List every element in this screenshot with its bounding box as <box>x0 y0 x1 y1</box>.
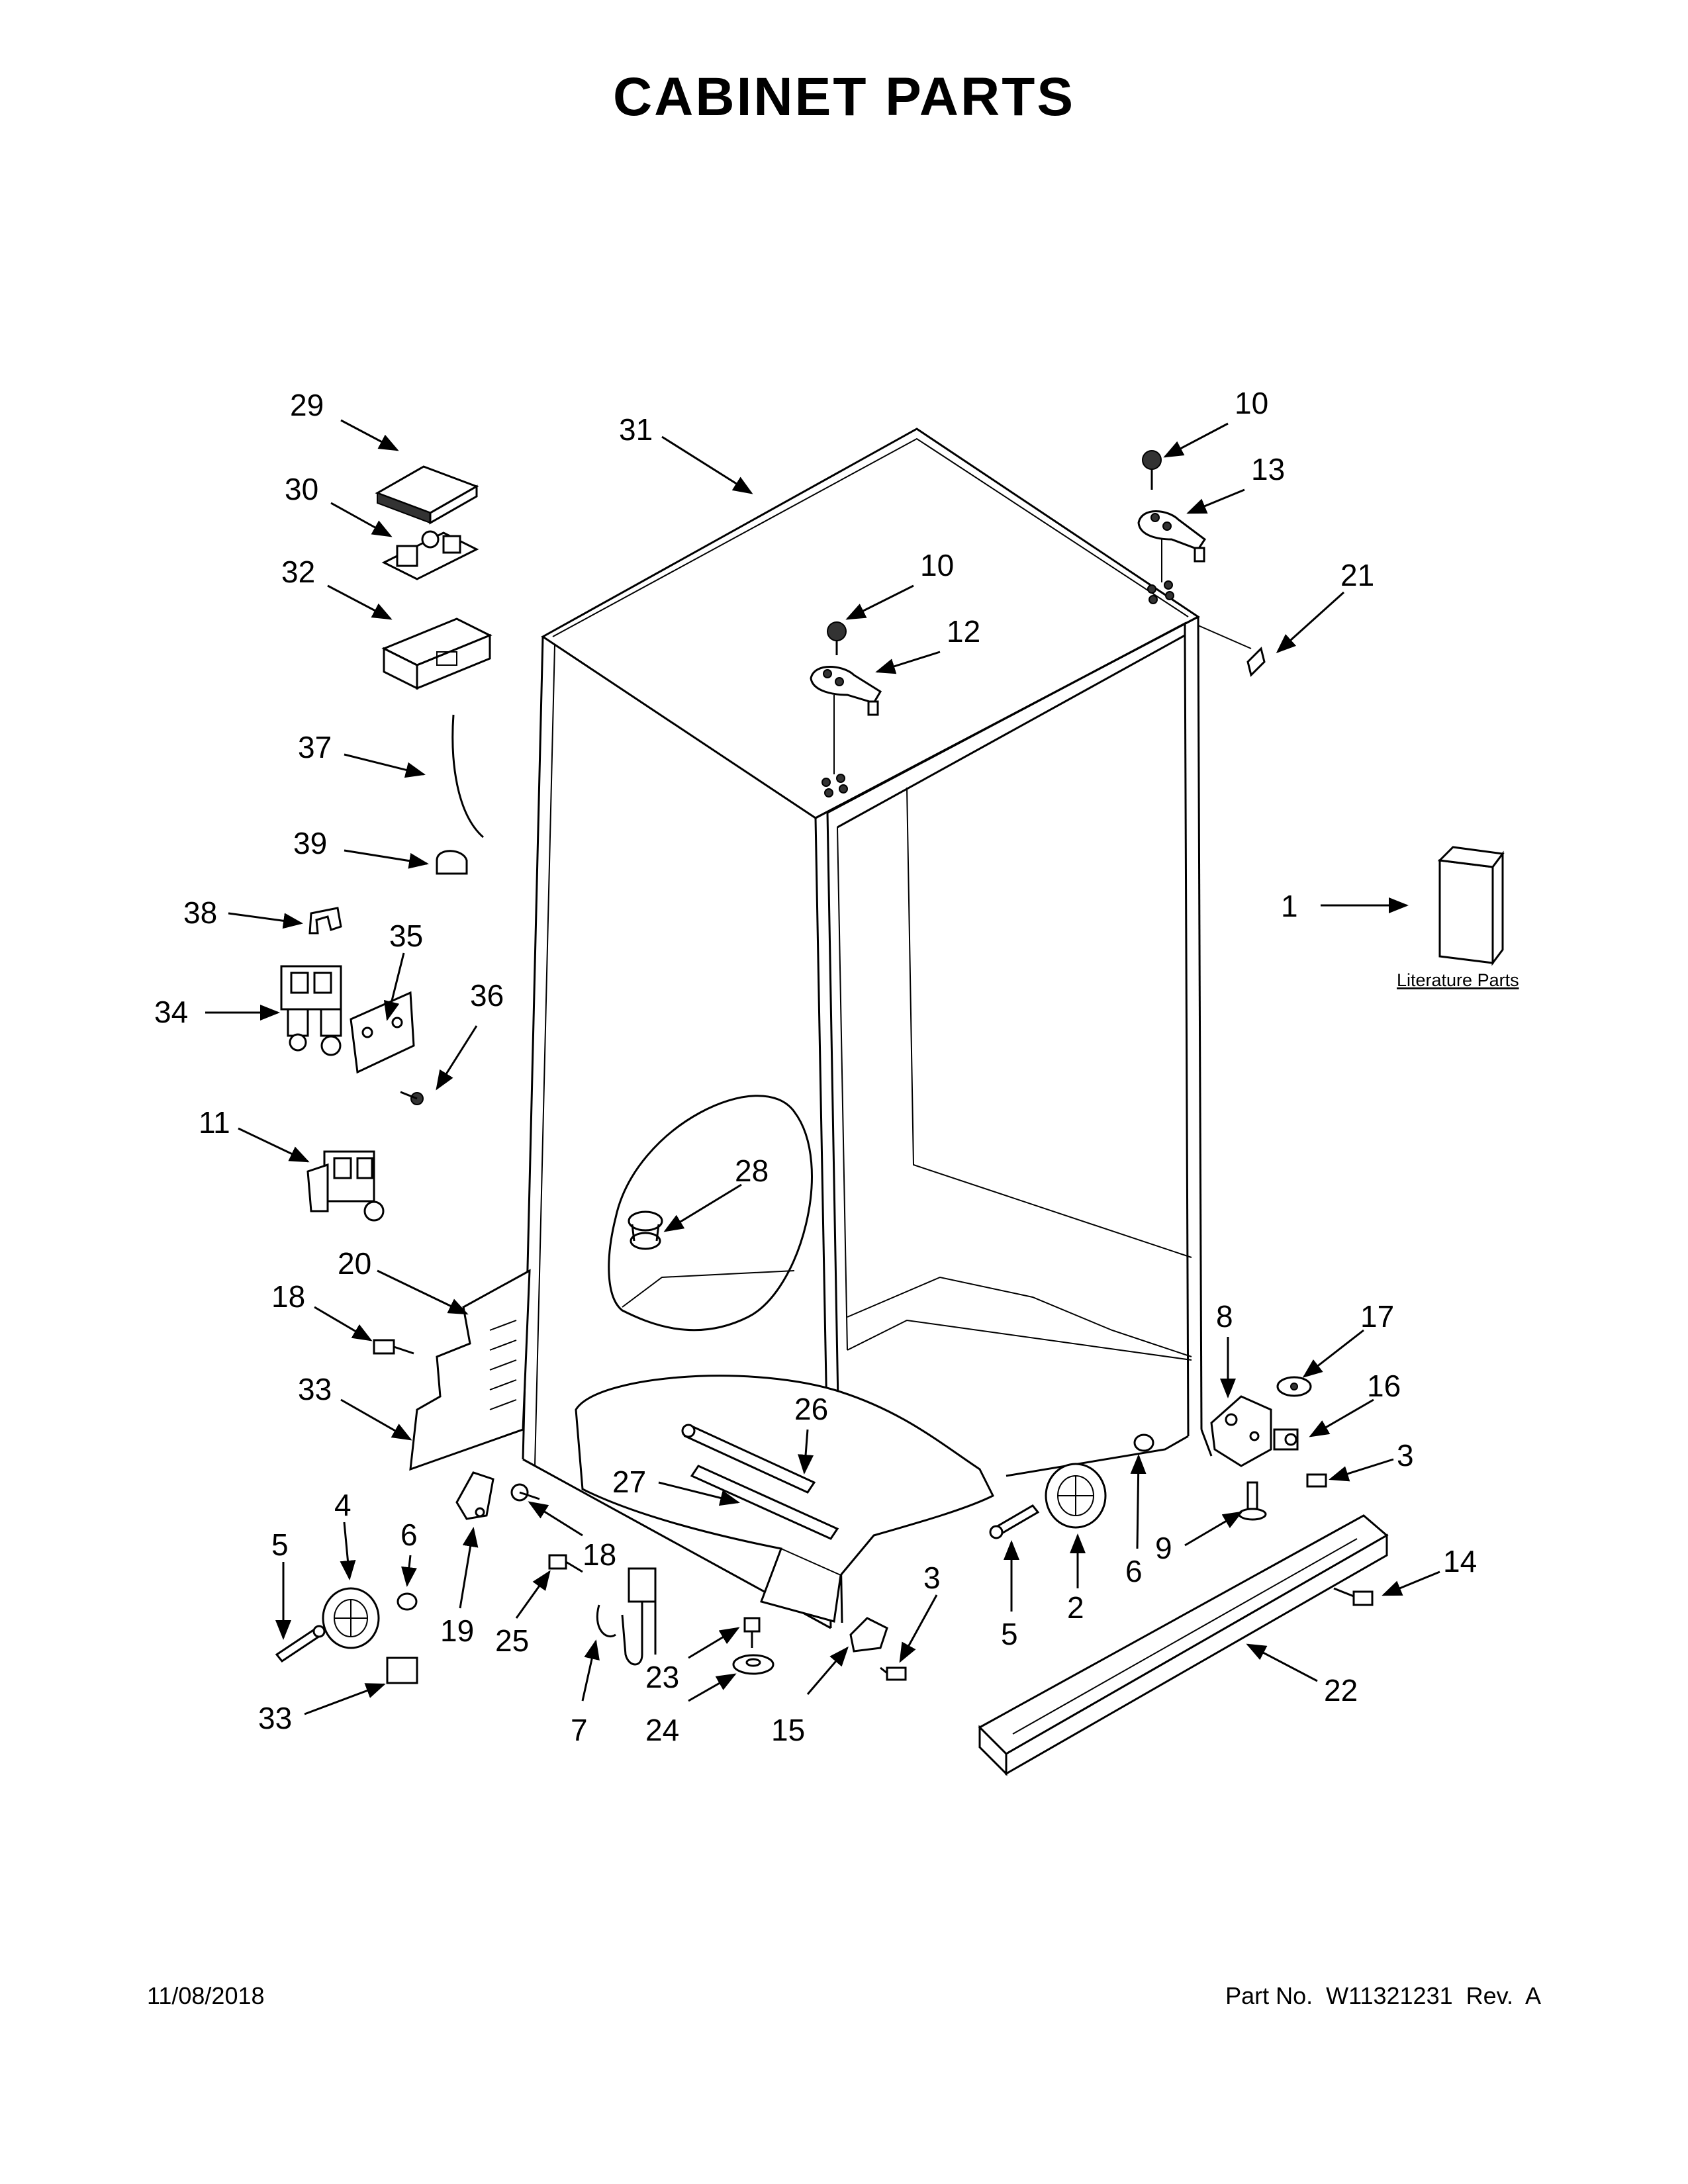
callout-18-right: 18 <box>583 1537 616 1572</box>
callout-numbers: 29 30 32 37 39 38 34 35 36 11 20 18 33 4… <box>154 386 1519 1747</box>
part-22-toe-grille <box>978 1514 1389 1776</box>
callout-30: 30 <box>285 472 318 506</box>
callout-32: 32 <box>281 555 315 589</box>
part-4-roller <box>322 1587 380 1649</box>
part-33-pad-left <box>386 1657 418 1684</box>
callout-20: 20 <box>338 1246 371 1281</box>
callout-31: 31 <box>619 412 653 447</box>
cabinet-drawing <box>522 428 1252 1629</box>
callout-34: 34 <box>154 995 188 1029</box>
callout-23: 23 <box>645 1660 679 1694</box>
part-8-hinge-bracket <box>1210 1395 1272 1467</box>
part-18-screw-left <box>373 1339 414 1355</box>
part-39-clip <box>436 850 468 875</box>
callout-19: 19 <box>440 1614 474 1648</box>
literature-parts-label: Literature Parts <box>1397 970 1519 990</box>
part-10-screw-right <box>1142 450 1162 490</box>
callout-15: 15 <box>771 1713 805 1747</box>
part-24-washer <box>732 1654 774 1675</box>
part-20-rear-panel <box>409 1269 531 1471</box>
callout-27: 27 <box>612 1465 646 1499</box>
callout-25: 25 <box>495 1623 529 1658</box>
part-35-valve-bracket <box>350 991 415 1074</box>
callout-29: 29 <box>290 388 324 422</box>
part-3-screw-center <box>880 1666 907 1681</box>
leader-lines <box>205 419 1440 1715</box>
callout-39: 39 <box>293 826 327 860</box>
callout-26: 26 <box>794 1392 828 1426</box>
callout-18-left: 18 <box>271 1279 305 1314</box>
part-29-control-cover <box>375 465 479 525</box>
part-14-screw <box>1333 1587 1374 1606</box>
callout-28: 28 <box>735 1154 769 1188</box>
callout-36: 36 <box>470 978 504 1013</box>
callout-9: 9 <box>1155 1531 1172 1565</box>
callout-3-right: 3 <box>1397 1438 1414 1473</box>
part-34-water-valve <box>280 965 342 1056</box>
callout-2: 2 <box>1067 1590 1084 1625</box>
callout-6-left: 6 <box>400 1518 418 1552</box>
part-3-screw-right <box>1306 1473 1327 1488</box>
part-1-literature <box>1437 846 1505 966</box>
callout-11: 11 <box>199 1105 230 1140</box>
part-26-27-tubes <box>681 1424 839 1540</box>
callout-24: 24 <box>645 1713 679 1747</box>
callout-10-center: 10 <box>920 548 954 582</box>
part-18-screw-right <box>510 1483 540 1502</box>
callout-21: 21 <box>1340 558 1374 592</box>
callout-7: 7 <box>571 1713 588 1747</box>
callout-14: 14 <box>1443 1544 1477 1578</box>
part-25-screw <box>548 1554 583 1573</box>
part-21-shim <box>1246 647 1266 677</box>
part-16-hinge-adjuster <box>1273 1428 1299 1451</box>
callout-3-center: 3 <box>923 1561 941 1595</box>
part-17-washer <box>1276 1376 1312 1397</box>
part-6-cap-left <box>397 1592 418 1611</box>
callout-17: 17 <box>1360 1299 1394 1334</box>
part-9-hinge-pin <box>1238 1481 1267 1521</box>
part-19-bracket <box>455 1471 494 1520</box>
part-36-screw <box>400 1091 424 1105</box>
part-37-wire <box>451 714 484 839</box>
part-38-bracket <box>308 907 342 934</box>
callout-12: 12 <box>947 614 980 649</box>
part-15-bracket <box>849 1617 888 1653</box>
callout-1: 1 <box>1281 889 1298 923</box>
part-2-roller <box>1045 1463 1107 1529</box>
part-5-axle-left <box>275 1625 326 1663</box>
part-28-grommet <box>628 1210 663 1250</box>
callout-4: 4 <box>334 1488 352 1522</box>
part-30-control-board <box>381 530 479 580</box>
part-6-cap-right <box>1133 1433 1154 1452</box>
footer-date: 11/08/2018 <box>147 1982 265 2009</box>
callout-33-bottom: 33 <box>258 1701 292 1735</box>
part-23-screw <box>743 1617 761 1648</box>
part-7-drain-tube <box>596 1567 657 1666</box>
callout-10-right: 10 <box>1235 386 1268 420</box>
part-10-screw-center <box>827 621 847 655</box>
part-11-water-valve <box>306 1150 385 1222</box>
callout-6-right: 6 <box>1125 1554 1143 1588</box>
footer-part-number: Part No. W11321231 Rev. A <box>1225 1982 1541 2009</box>
callout-16: 16 <box>1367 1369 1401 1403</box>
callout-5-right: 5 <box>1001 1617 1018 1651</box>
callout-5-left: 5 <box>271 1527 289 1562</box>
callout-35: 35 <box>389 919 423 953</box>
callout-38: 38 <box>183 895 217 930</box>
part-32-control-box <box>381 617 492 690</box>
part-12-top-hinge-center <box>810 666 882 774</box>
callout-37: 37 <box>298 730 332 764</box>
page-title: CABINET PARTS <box>612 67 1076 127</box>
part-13-top-hinge-right <box>1137 510 1207 582</box>
callout-22: 22 <box>1324 1673 1358 1707</box>
part-5-axle-right <box>989 1504 1040 1539</box>
callout-8: 8 <box>1216 1299 1233 1334</box>
callout-33-top: 33 <box>298 1372 332 1406</box>
callout-13: 13 <box>1251 452 1285 486</box>
